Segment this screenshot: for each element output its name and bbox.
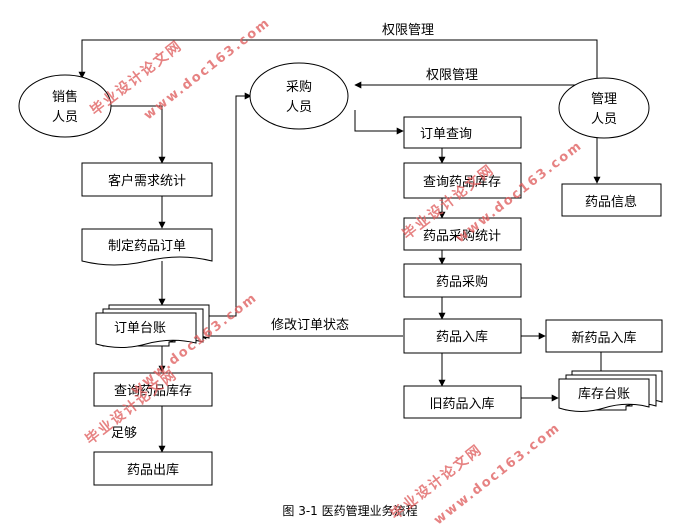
edge-label-modify-status: 修改订单状态 [271, 318, 349, 333]
actor-purchasing-label-2: 人员 [286, 100, 312, 115]
multidoc-order-ledger-label: 订单台账 [114, 321, 166, 336]
watermark-cn-4: 毕业设计论文网 [387, 441, 486, 523]
box-drug-outbound: 药品出库 [93, 451, 213, 486]
edge-purchase-to-orderquery [354, 110, 404, 135]
box-new-inbound-label: 新药品入库 [571, 330, 636, 346]
doc-make-order-label: 制定药品订单 [108, 239, 186, 254]
box-purchase-stats: 药品采购统计 [403, 217, 522, 251]
edge-label-permission-mid: 权限管理 [426, 67, 478, 83]
actor-sales-label-2: 人员 [52, 110, 78, 125]
box-drug-info-label: 药品信息 [585, 194, 637, 210]
box-order-query: 订单查询 [403, 116, 522, 149]
edge-ledger-to-purchase [208, 92, 252, 317]
box-order-query-label: 订单查询 [420, 127, 472, 142]
doc-make-order: 制定药品订单 [81, 228, 213, 266]
actor-purchasing: 采购 人员 [249, 62, 349, 130]
box-drug-inbound: 药品入库 [403, 318, 522, 354]
box-drug-purchase: 药品采购 [403, 263, 522, 298]
figure-caption: 图 3-1 医药管理业务流程 [282, 503, 417, 518]
edge-label-sufficient: 足够 [111, 426, 137, 441]
box-drug-info: 药品信息 [561, 183, 662, 217]
actor-manager-label-1: 管理 [591, 92, 617, 107]
multidoc-stock-ledger: 库存台账 [558, 370, 663, 412]
actor-manager: 管理 人员 [558, 77, 650, 139]
box-old-inbound: 旧药品入库 [403, 385, 522, 419]
box-drug-purchase-label: 药品采购 [436, 274, 488, 290]
multidoc-order-ledger: 订单台账 [95, 304, 210, 348]
box-new-inbound: 新药品入库 [545, 319, 663, 353]
box-old-inbound-label: 旧药品入库 [429, 396, 494, 412]
box-customer-demand-label: 客户需求统计 [108, 173, 186, 189]
box-query-stock-left: 查询药品库存 [93, 372, 213, 407]
box-query-stock-left-label: 查询药品库存 [114, 383, 192, 399]
edge-label-permission-top: 权限管理 [382, 22, 434, 38]
multidoc-stock-ledger-label: 库存台账 [578, 386, 630, 402]
edge-permission-top [78, 39, 598, 80]
box-purchase-stats-label: 药品采购统计 [423, 228, 501, 244]
actor-sales-label-1: 销售 [52, 89, 78, 105]
actor-sales: 销售 人员 [18, 74, 112, 138]
box-query-stock-right: 查询药品库存 [403, 162, 522, 199]
box-query-stock-right-label: 查询药品库存 [423, 174, 501, 190]
edge-sales-to-demand [110, 105, 166, 164]
watermark-7: 毕业设计论文网 [387, 441, 486, 523]
actor-purchasing-label-1: 采购 [286, 79, 312, 95]
box-customer-demand: 客户需求统计 [81, 162, 213, 197]
box-drug-inbound-label: 药品入库 [436, 329, 488, 345]
box-drug-outbound-label: 药品出库 [127, 462, 179, 478]
actor-manager-label-2: 人员 [591, 112, 617, 127]
